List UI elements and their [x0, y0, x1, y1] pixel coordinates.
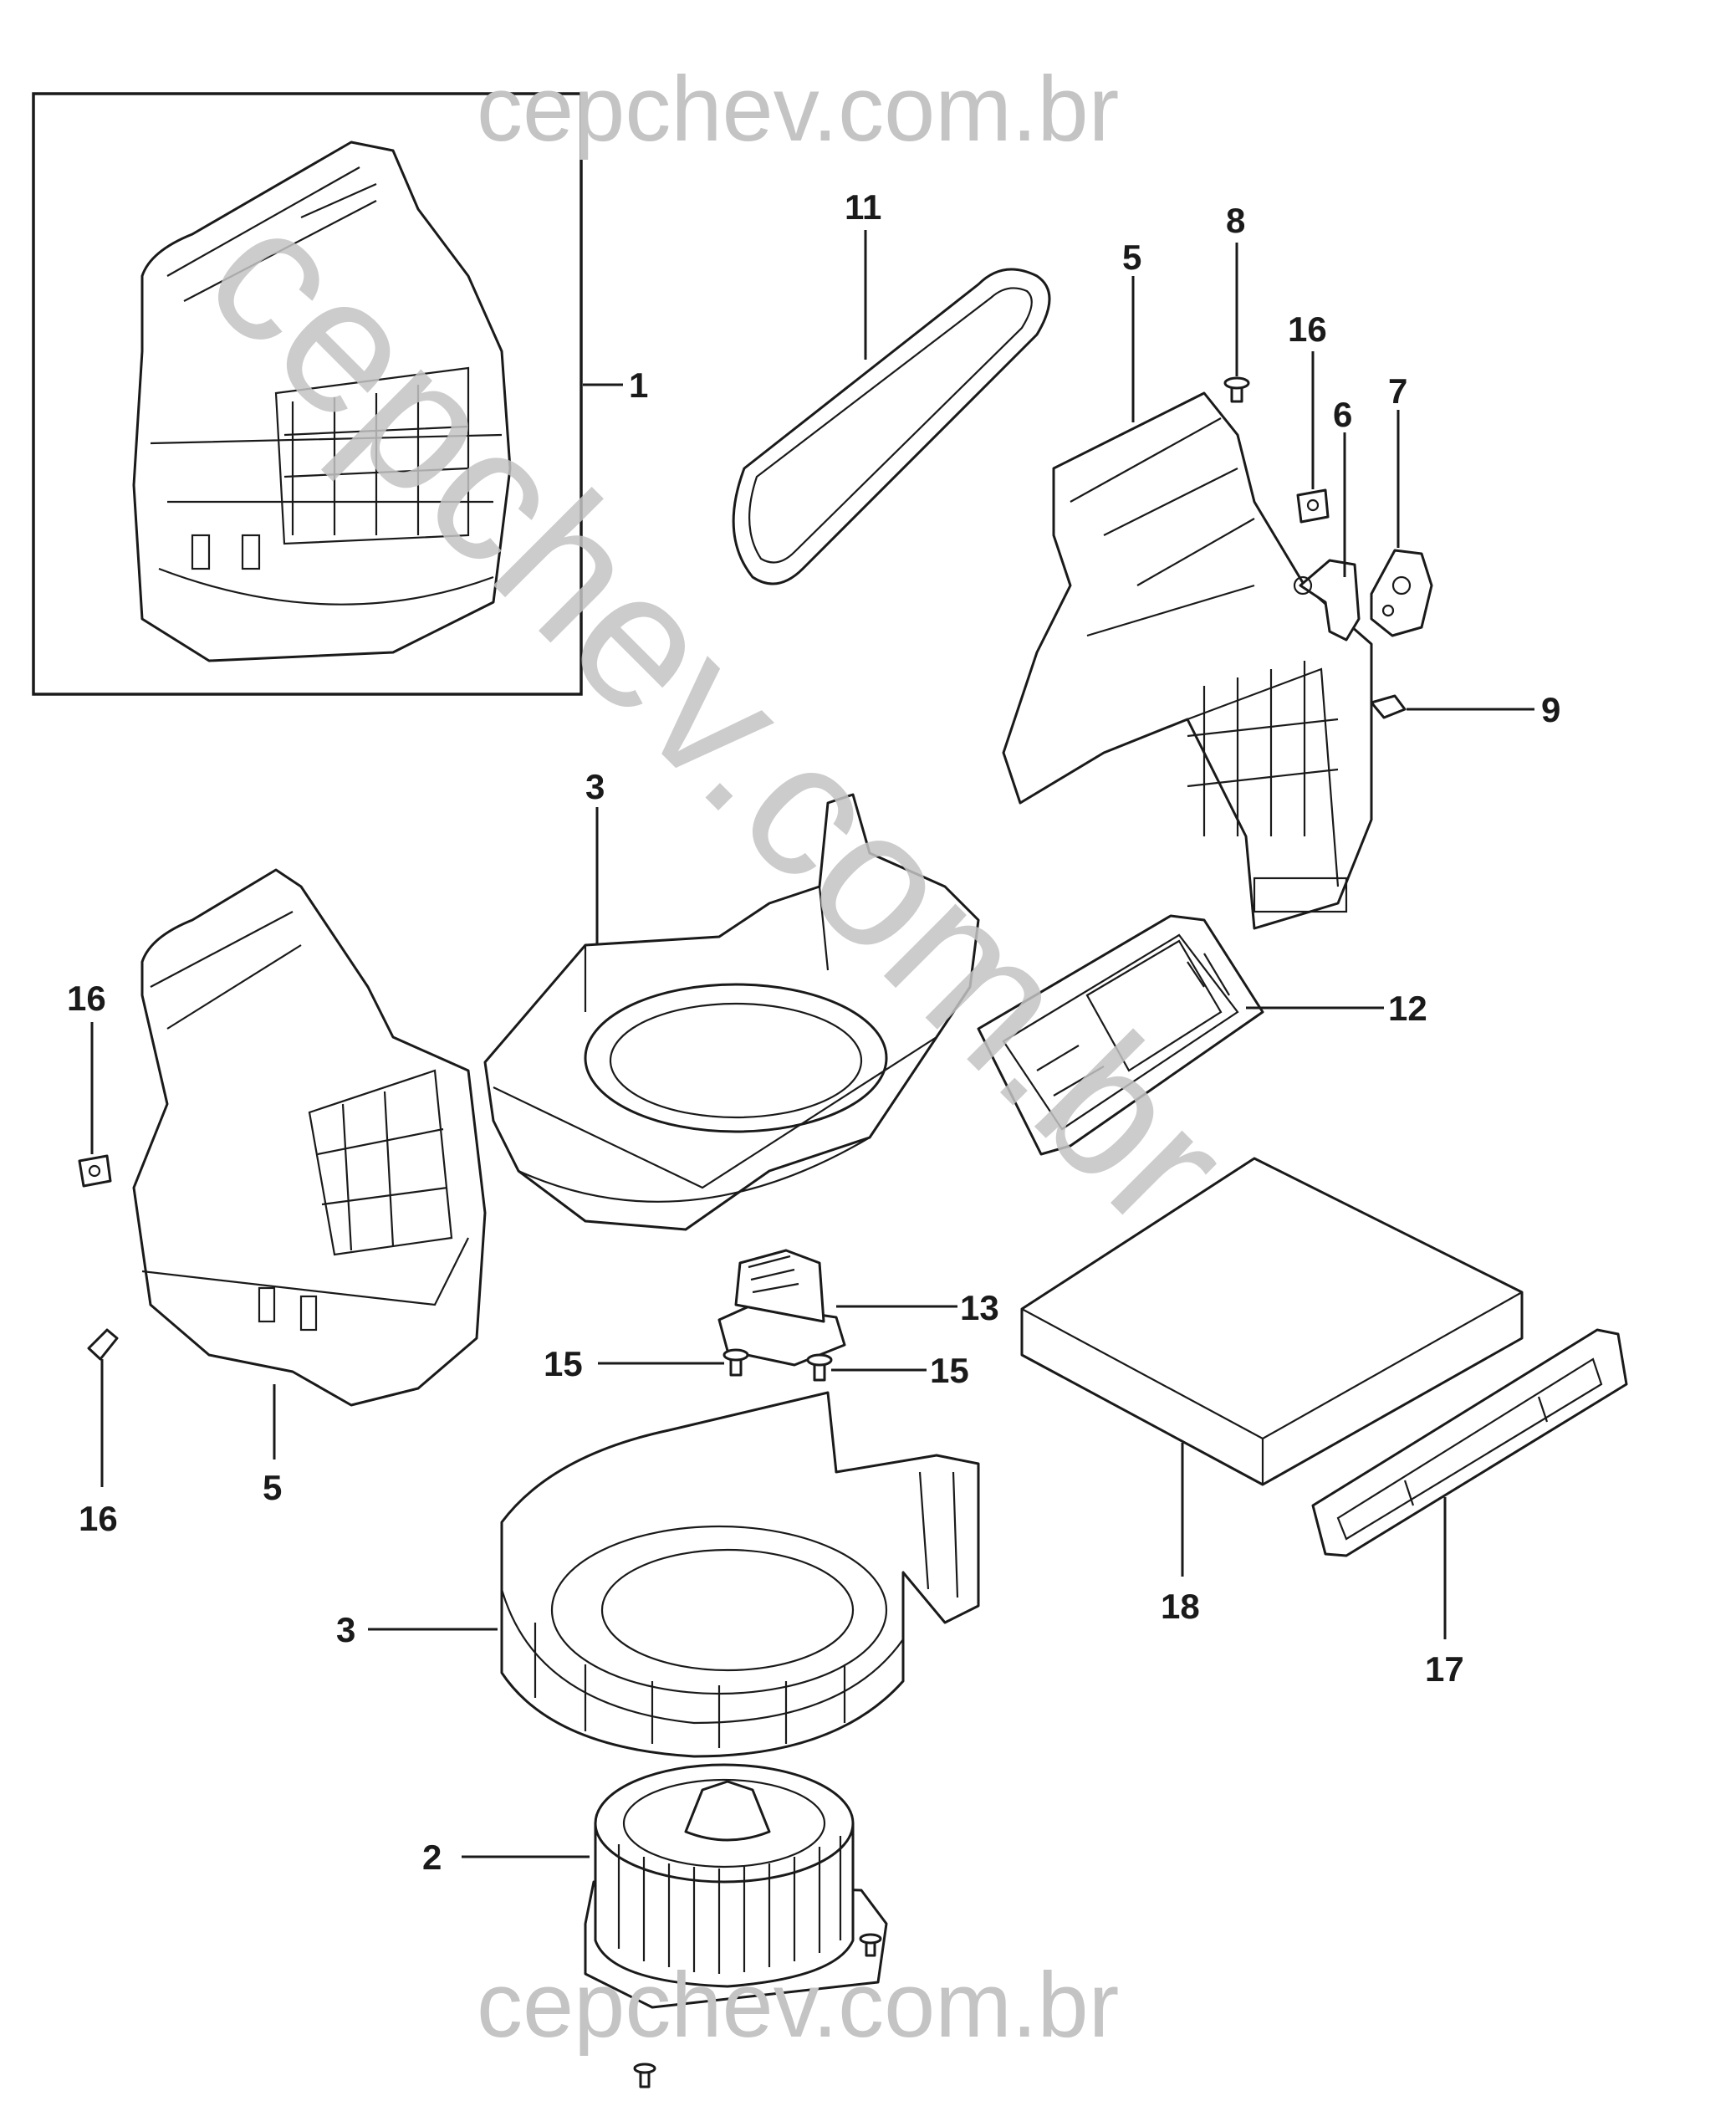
part-16-clip-lower: [87, 1328, 119, 1361]
part-15-screw-right: [806, 1353, 833, 1382]
callout-1: 1: [629, 366, 648, 405]
callout-3-upper: 3: [585, 767, 605, 806]
callout-15-left: 15: [544, 1344, 583, 1383]
callout-7: 7: [1388, 371, 1407, 411]
assembly-frame: [32, 92, 583, 696]
part-18-cabin-filter: [1020, 1157, 1524, 1486]
callout-15-right: 15: [930, 1351, 969, 1390]
part-8-screw: [1223, 376, 1250, 403]
callout-16-left-top: 16: [67, 979, 106, 1018]
callout-5-upper: 5: [1122, 238, 1141, 277]
part-7-actuator: [1370, 549, 1433, 637]
part-1-hvac-assembly: [32, 92, 583, 696]
callout-3-lower: 3: [336, 1610, 355, 1649]
callout-8: 8: [1226, 201, 1245, 240]
part-3-lower-case: [500, 1391, 980, 1758]
part-2-blower-motor: [584, 1763, 888, 2088]
watermark-top: cepchev.com.br: [477, 58, 1119, 161]
part-3-upper-case: [483, 793, 980, 1231]
part-15-screw-left: [722, 1348, 749, 1377]
part-12-filter-frame: [977, 914, 1264, 1156]
callout-12: 12: [1388, 989, 1427, 1028]
part-9-clip: [1370, 694, 1407, 719]
callout-11: 11: [845, 187, 881, 227]
part-16-clip-upper: [1296, 488, 1330, 524]
callout-18: 18: [1161, 1587, 1200, 1626]
part-11-seal: [732, 268, 1051, 585]
callout-9: 9: [1541, 690, 1560, 729]
callout-5-left: 5: [263, 1468, 282, 1507]
part-16-clip-left: [78, 1154, 112, 1188]
part-17-filter-cover: [1311, 1328, 1628, 1557]
callout-17: 17: [1425, 1649, 1464, 1689]
callout-16-upper: 16: [1288, 309, 1327, 349]
callout-2: 2: [422, 1838, 442, 1877]
part-5-upper-housing: [1002, 391, 1373, 930]
part-6-actuator: [1293, 559, 1361, 642]
part-5-left-housing: [132, 868, 487, 1407]
watermark-bottom: cepchev.com.br: [477, 1954, 1119, 2057]
callout-16-left-bottom: 16: [79, 1499, 118, 1538]
part-13-resistor: [717, 1249, 846, 1367]
callout-6: 6: [1333, 395, 1352, 434]
callout-13: 13: [960, 1288, 999, 1327]
